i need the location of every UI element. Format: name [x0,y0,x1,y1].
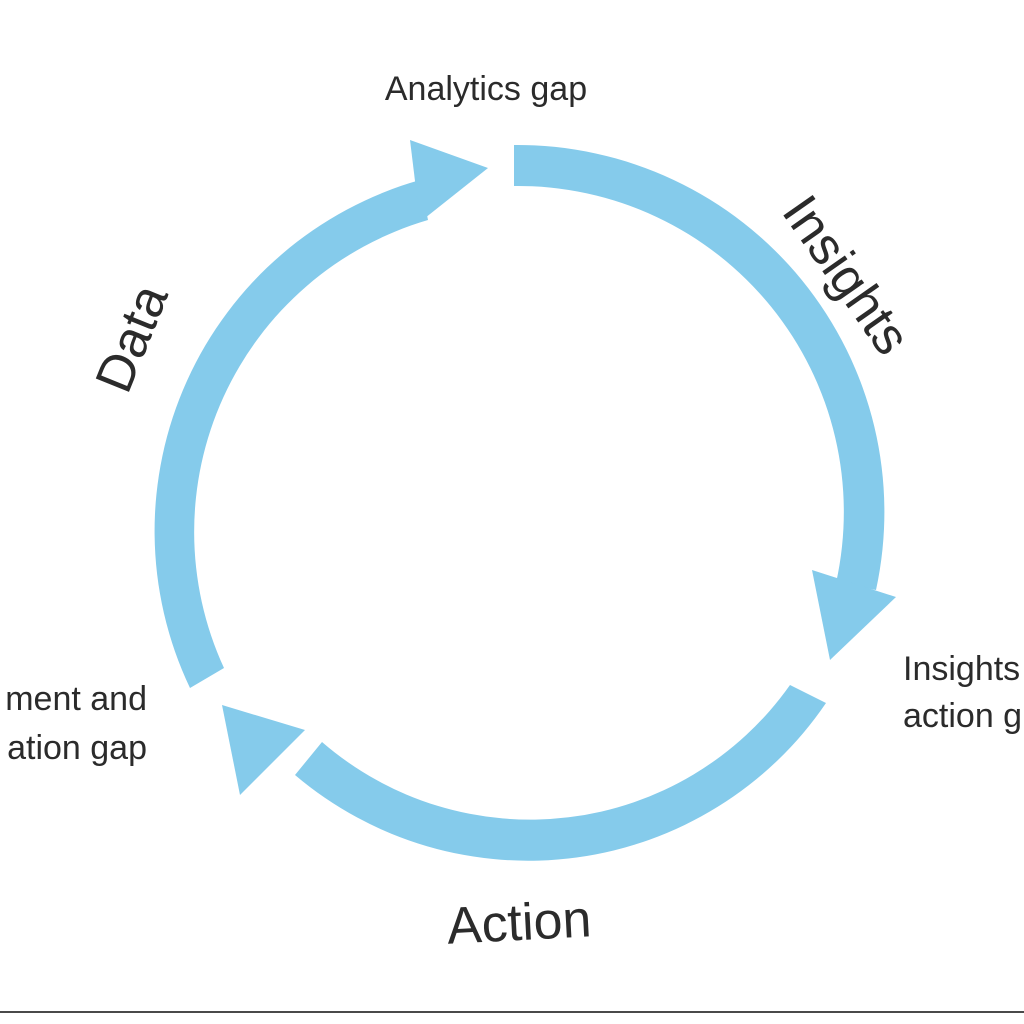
insights-action-gap-label-line1: Insights [903,650,1020,688]
left-gap-label-line2: ation gap [7,729,147,767]
insights-action-gap-label-line2: action g [903,697,1022,735]
data-arc-label: Data [85,277,180,401]
insights-arrow [514,144,896,660]
insights-arc-band [514,144,885,590]
data-arc-band [154,180,428,688]
data-arrow [154,140,488,688]
left-gap-label-line1: ment and [5,680,147,718]
analytics-gap-label: Analytics gap [385,70,587,108]
action-arrowhead [222,705,305,795]
action-arrow [222,685,826,861]
data-arrowhead [410,140,488,222]
action-arc-label: Action [445,890,592,955]
action-arc-band [295,685,826,861]
insights-arrowhead [812,570,896,660]
